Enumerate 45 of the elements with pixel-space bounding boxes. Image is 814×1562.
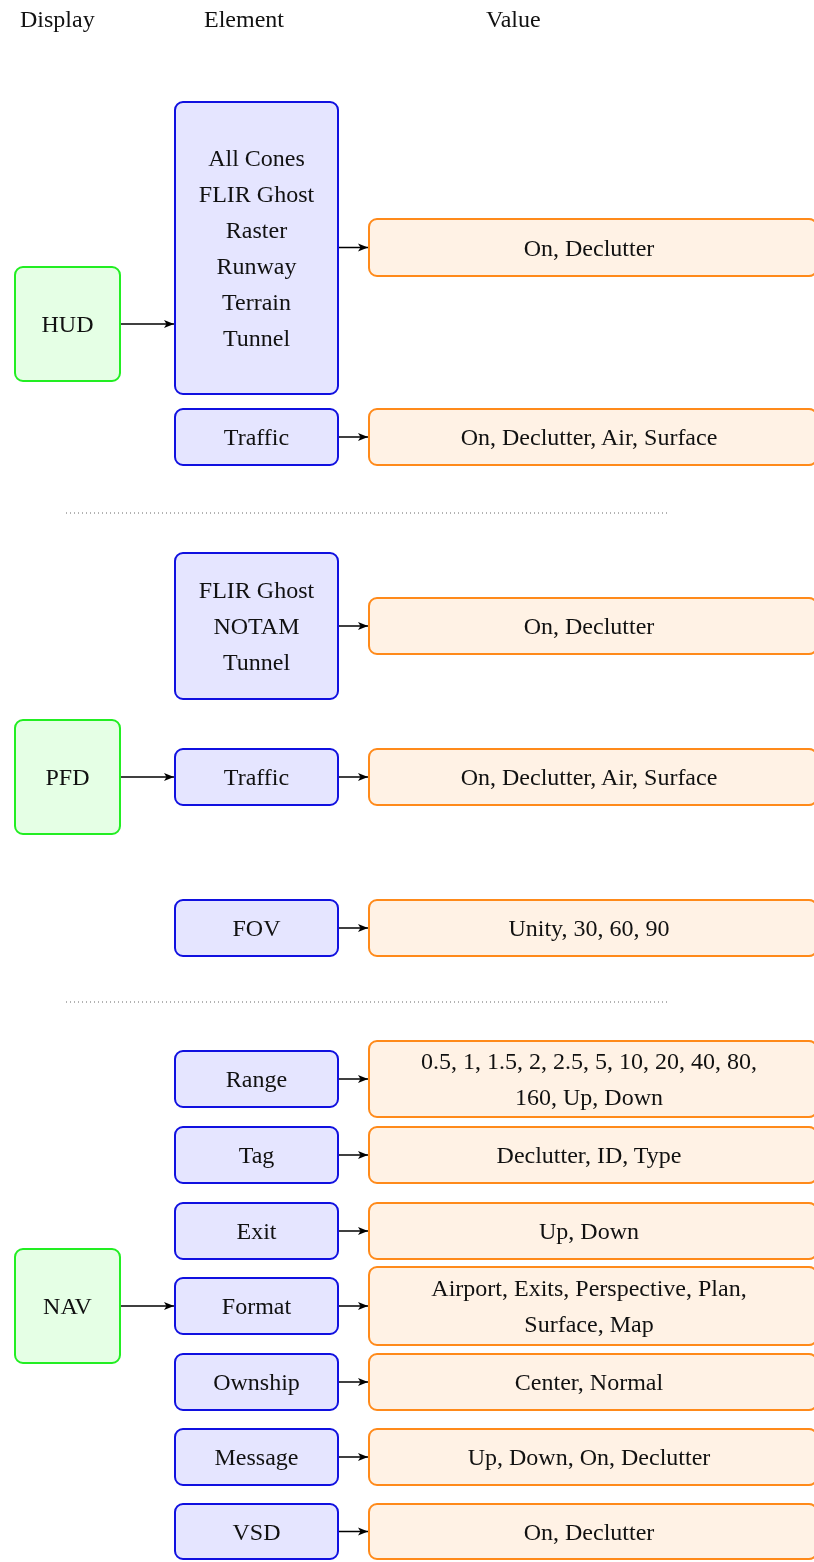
arrow (338, 1075, 369, 1083)
arrow (120, 1302, 175, 1310)
arrow (338, 243, 369, 252)
arrow (338, 1378, 369, 1386)
display-box: HUD (14, 266, 121, 382)
arrow (120, 320, 175, 328)
element-box: FOV (174, 899, 339, 957)
element-box: Range (174, 1050, 339, 1108)
element-box: Exit (174, 1202, 339, 1260)
arrow (338, 1227, 369, 1235)
value-box: Unity, 30, 60, 90 (368, 899, 814, 957)
arrow (338, 433, 369, 441)
element-box: FLIR Ghost NOTAM Tunnel (174, 552, 339, 700)
value-box: On, Declutter (368, 597, 814, 655)
arrow (338, 773, 369, 781)
value-box: Up, Down, On, Declutter (368, 1428, 814, 1486)
arrow (338, 1527, 369, 1536)
value-box: On, Declutter (368, 218, 814, 277)
value-box: On, Declutter, Air, Surface (368, 748, 814, 806)
element-box: Ownship (174, 1353, 339, 1411)
column-header: Element (204, 6, 284, 33)
element-box: All Cones FLIR Ghost Raster Runway Terrain Tunnel (174, 101, 339, 395)
value-box: Up, Down (368, 1202, 814, 1260)
arrow (338, 1151, 369, 1159)
element-box: Format (174, 1277, 339, 1335)
display-box: NAV (14, 1248, 121, 1364)
column-header: Value (486, 6, 541, 33)
value-box: On, Declutter (368, 1503, 814, 1560)
arrow (338, 1453, 369, 1461)
element-box: Message (174, 1428, 339, 1486)
column-header: Display (20, 6, 95, 33)
display-box: PFD (14, 719, 121, 835)
arrow (120, 773, 175, 781)
arrow (338, 1302, 369, 1310)
element-box: Tag (174, 1126, 339, 1184)
element-box: Traffic (174, 748, 339, 806)
element-box: Traffic (174, 408, 339, 466)
value-box: On, Declutter, Air, Surface (368, 408, 814, 466)
value-box: Airport, Exits, Perspective, Plan, Surface, Map (368, 1266, 814, 1346)
value-box: 0.5, 1, 1.5, 2, 2.5, 5, 10, 20, 40, 80, 160, Up, Down (368, 1040, 814, 1118)
arrow (338, 924, 369, 932)
element-box: VSD (174, 1503, 339, 1560)
arrow (338, 622, 369, 630)
value-box: Declutter, ID, Type (368, 1126, 814, 1184)
value-box: Center, Normal (368, 1353, 814, 1411)
